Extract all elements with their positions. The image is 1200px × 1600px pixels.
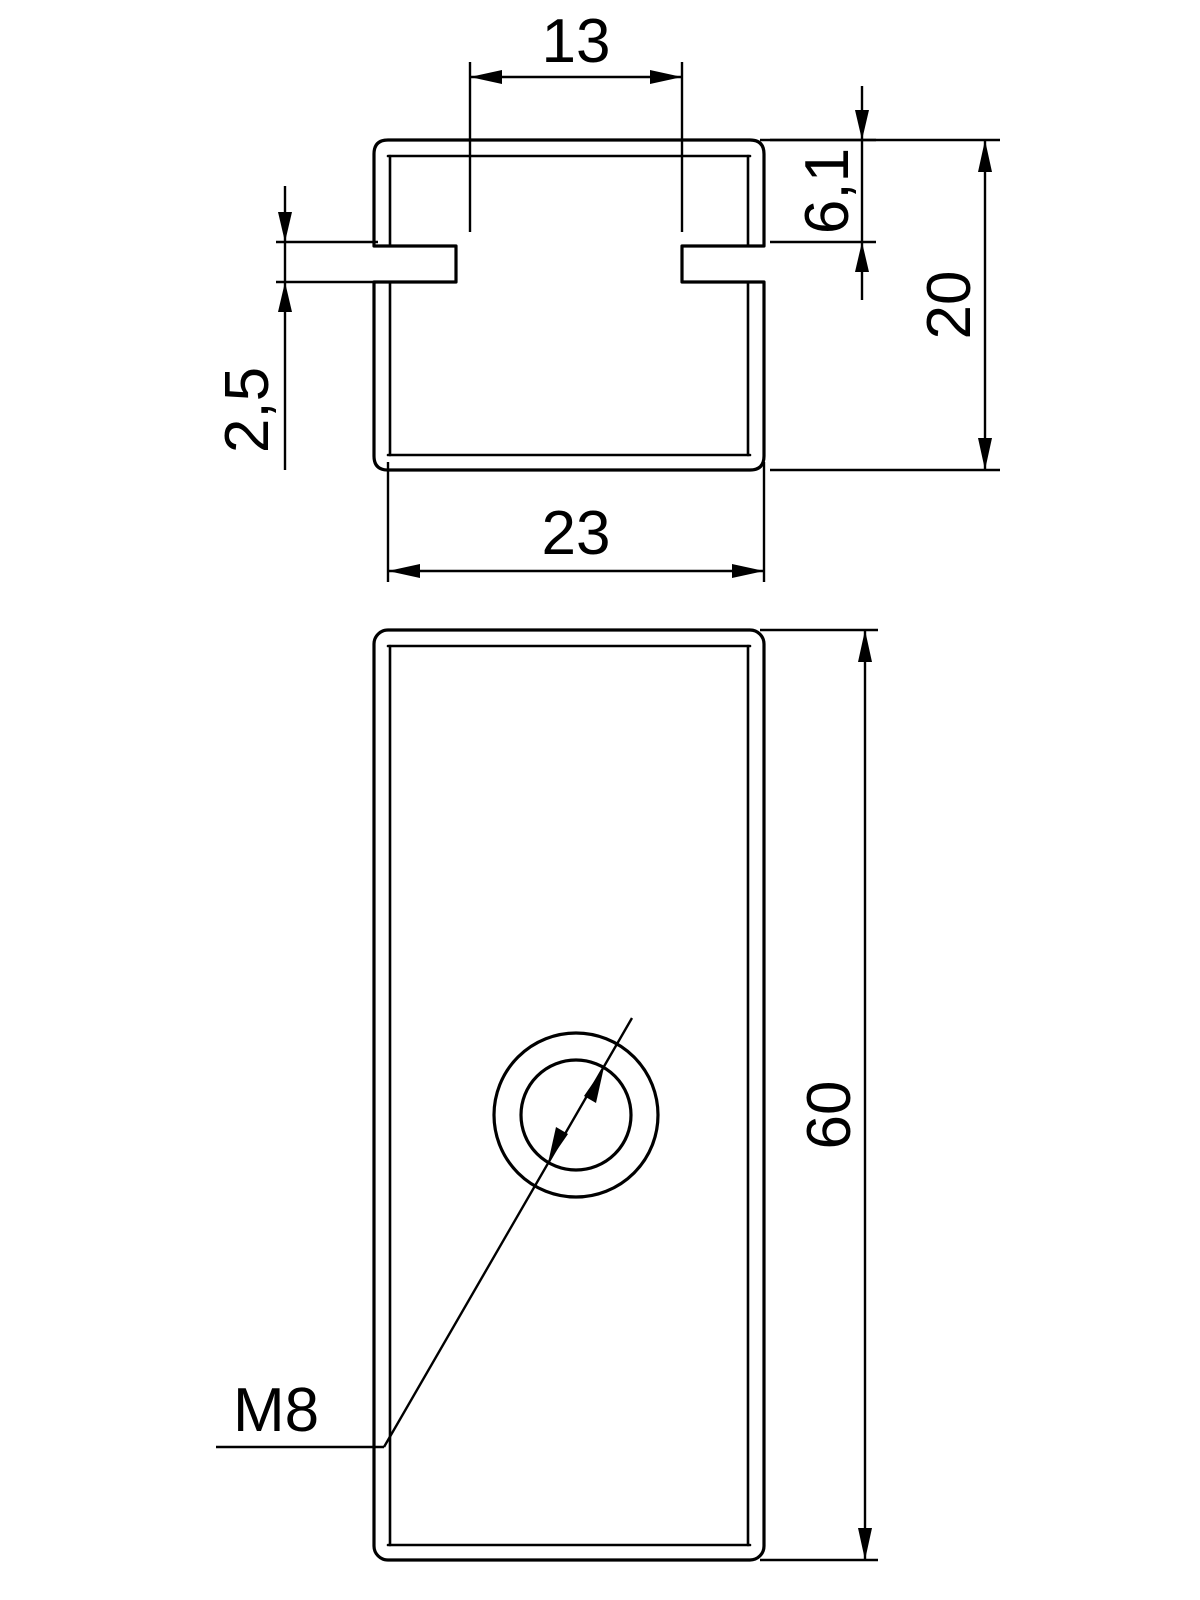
dim-total-height: 20: [770, 138, 1000, 472]
dim-total-width: 23: [386, 462, 766, 582]
thread-inner-circle: [519, 1058, 633, 1172]
plan-view: [372, 628, 766, 1562]
dim-slot-width: 13: [468, 7, 684, 232]
dim-length: 60: [760, 628, 878, 1562]
dim-label-total-width: 23: [542, 499, 611, 568]
plan-outline: [372, 628, 766, 1562]
dim-label-slot-depth: 2,5: [213, 367, 282, 453]
dim-label-length: 60: [795, 1081, 864, 1150]
dim-label-upper-height: 6,1: [793, 148, 862, 234]
dim-label-slot-width: 13: [542, 7, 611, 76]
dim-label-thread: M8: [233, 1376, 319, 1445]
profile-outline: [372, 138, 766, 472]
profile-view: [372, 138, 766, 472]
dim-slot-depth: 2,5: [213, 186, 378, 470]
dim-upper-height: 6,1: [760, 86, 876, 300]
thread-outer-circle: [492, 1031, 660, 1199]
dim-thread: M8: [216, 1017, 634, 1449]
dim-label-total-height: 20: [915, 271, 984, 340]
